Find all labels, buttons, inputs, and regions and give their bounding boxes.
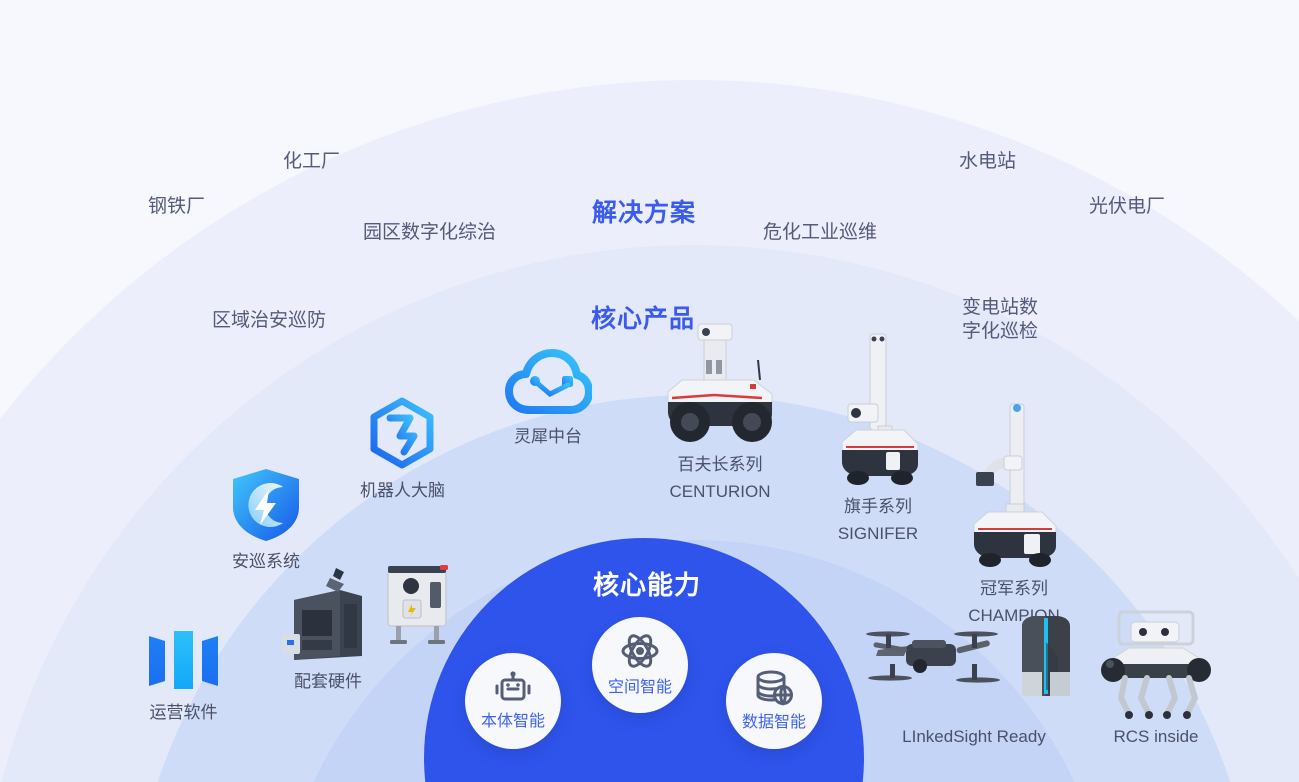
operations-software-icon [149,631,218,689]
charging-station-photo [387,565,448,644]
robot-signifer[interactable]: 旗手系列 SIGNIFER [826,330,930,545]
partner-rcs-inside-label: RCS inside [1113,727,1199,746]
industry-photovoltaic-plant: 光伏电厂 [1089,196,1166,217]
product-operations-software[interactable]: 运营软件 [141,624,226,723]
core-capability-ring-title: 核心能力 [593,570,702,600]
scenario-substation-digital-inspection: 变电站数 字化巡检 [962,296,1038,344]
product-lingxi-platform-label: 灵犀中台 [514,427,582,446]
robot-champion[interactable]: 冠军系列 CHAMPION [960,400,1068,627]
product-security-patrol-system-label: 安巡系统 [232,552,300,571]
solution-park-digital-governance: 园区数字化综治 [363,222,497,243]
product-supporting-hardware-label: 配套硬件 [294,672,362,691]
capability-spatial-intelligence-label: 空间智能 [607,679,672,696]
scenario-regional-security-patrol: 区域治安巡防 [212,310,327,331]
industry-chemical-plant: 化工厂 [283,151,341,172]
robot-champion-label-cn: 冠军系列 [980,579,1048,598]
robot-centurion-label-cn: 百夫长系列 [677,455,763,474]
robot-centurion[interactable]: 百夫长系列 CENTURION [654,318,786,503]
industry-hydropower-station: 水电站 [959,151,1017,172]
robot-champion-photo [973,403,1057,567]
product-supporting-hardware[interactable]: 配套硬件 [278,560,378,692]
product-lingxi-platform[interactable]: 灵犀中台 [504,348,592,447]
drone-and-dock-photo [866,616,1070,696]
industry-steel-plant: 钢铁厂 [148,196,206,217]
solution-ring-title: 解决方案 [592,199,697,227]
atom-icon [621,634,659,668]
product-robot-brain[interactable]: 机器人大脑 [360,392,445,501]
product-operations-software-label: 运营软件 [149,703,218,722]
product-security-patrol-system[interactable]: 安巡系统 [225,465,307,572]
capability-data-intelligence[interactable]: 数据智能 [726,653,822,749]
robot-signifer-photo [841,333,919,485]
solution-hazardous-chemical-inspection: 危化工业巡维 [763,222,878,243]
partner-linkedsight-ready-label: LInkedSight Ready [902,727,1046,746]
partner-rcs-inside[interactable]: RCS inside [1095,606,1217,747]
scenario-substation-line2: 字化巡检 [962,320,1039,342]
partner-linkedsight-ready[interactable]: LInkedSight Ready [860,612,1088,747]
capability-body-intelligence-label: 本体智能 [480,713,545,730]
scenario-substation-line1: 变电站数 [962,297,1039,318]
robot-signifer-label-en: SIGNIFER [837,524,919,544]
supporting-hardware-photo [282,568,362,660]
capability-body-intelligence[interactable]: 本体智能 [465,653,561,749]
product-robot-brain-label: 机器人大脑 [360,481,445,500]
capability-spatial-intelligence[interactable]: 空间智能 [592,617,688,713]
quadruped-robot-photo [1101,610,1211,719]
robot-signifer-label-cn: 旗手系列 [844,497,912,516]
robot-centurion-photo [667,323,773,442]
robot-head-icon [495,671,531,701]
robot-brain-icon [370,397,434,469]
security-patrol-system-icon [233,469,299,541]
robot-centurion-label-en: CENTURION [669,482,771,502]
product-ring-title: 核心产品 [591,305,696,333]
lingxi-platform-cloud-icon [505,349,592,414]
database-globe-icon [756,670,793,706]
capability-data-intelligence-label: 数据智能 [741,714,806,731]
